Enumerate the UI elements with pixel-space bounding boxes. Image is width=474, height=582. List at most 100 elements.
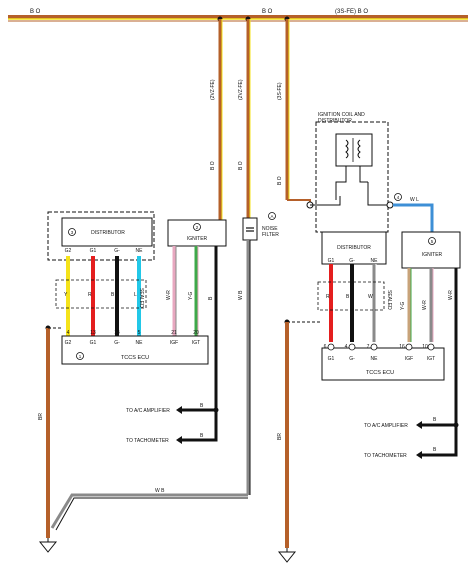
- right-distributor: DISTRIBUTOR G1 G- NE SEALED R B W: [317, 231, 392, 342]
- right-ecu-label: TCCS ECU: [366, 370, 394, 376]
- right-igniter: 5 IGNITER Y-G W-R W-R: [400, 231, 461, 452]
- coil-feed: [310, 196, 341, 206]
- coil-to-terminal: [367, 182, 387, 206]
- wire-label-bo-c: B O: [277, 176, 283, 185]
- right-igniter-wire-wr: W-R: [422, 300, 428, 310]
- left-outputs: TO A/C AMPLIFIER TO TACHOMETER B B: [126, 403, 219, 444]
- right-ecu-num-g1: 6: [324, 344, 327, 350]
- coil-num-circle: [394, 193, 402, 201]
- right-to-tach-label: TO TACHOMETER: [364, 453, 407, 459]
- left-igniter-wire-yg: Y-G: [188, 291, 194, 300]
- right-ecu-pin-igf: IGF: [405, 356, 413, 362]
- right-ground-br-label: BR: [277, 433, 283, 440]
- bo-right-to-coil: [287, 199, 311, 205]
- right-igniter-num-circle: [428, 237, 436, 245]
- right-tach-wire: [418, 425, 458, 457]
- coil-primary-winding: [345, 139, 349, 159]
- left-ecu-num-g1: 13: [90, 330, 96, 336]
- left-ground-br-label: BR: [38, 413, 44, 420]
- wb-bottom-stripe: [55, 497, 248, 531]
- noise-filter-box: [242, 217, 258, 241]
- wb-bottom-gray: [50, 493, 248, 529]
- left-ecu-num-igt: 20: [193, 330, 199, 336]
- right-ground-symbol: [277, 551, 297, 563]
- left-ground-symbol: [38, 541, 58, 553]
- left-ecu-pin-ne: NE: [136, 340, 144, 346]
- right-ecu-num-igf: 16: [399, 344, 405, 350]
- right-ecu-term-gminus: [348, 343, 356, 351]
- left-ecu-num-igf: 21: [171, 330, 177, 336]
- right-tccs-ecu: 6 4 7 16 10 G1 G- NE IGF IGT TCCS ECU: [321, 343, 445, 381]
- left-ecu-pin-igf: IGF: [170, 340, 178, 346]
- right-wire-b-label-2: B: [433, 447, 437, 453]
- left-wire-b-label-1: B: [200, 403, 204, 409]
- right-igniter-num: 5: [431, 239, 434, 244]
- ignition-coil-box: [335, 133, 373, 167]
- noise-filter-num: A: [270, 214, 273, 219]
- left-wire-code-y: Y: [64, 292, 68, 298]
- left-ecu-pin-igt: IGT: [192, 340, 200, 346]
- left-to-tach-label: TO TACHOMETER: [126, 438, 169, 444]
- right-ecu-term-igf: [405, 343, 413, 351]
- right-wire-code-b: B: [346, 294, 350, 300]
- left-distributor: 3 DISTRIBUTOR G2 G1 G- NE: [47, 211, 155, 261]
- left-dist-pin-gminus: G-: [114, 248, 120, 254]
- right-wire-b-label-1: B: [433, 417, 437, 423]
- left-distributor-dashed-outline: [47, 211, 155, 261]
- left-igniter-num-circle: [193, 223, 201, 231]
- right-outputs: TO A/C AMPLIFIER TO TACHOMETER B B: [364, 417, 459, 459]
- coil-terminal-right: [386, 201, 394, 209]
- right-dist-pin-ne: NE: [371, 258, 379, 264]
- left-to-ac-label: TO A/C AMPLIFIER: [126, 408, 170, 414]
- left-distributor-num: 3: [71, 230, 74, 235]
- wire-label-wl: W L: [410, 197, 419, 203]
- bo-drops: (2VZ-FE) (2VZ-FE) (3S-FE) B O B O B O: [210, 19, 314, 220]
- left-signal-wires: SEALED Y R B L: [55, 256, 147, 336]
- left-ecu-num: 1: [79, 354, 82, 359]
- left-sealed-box: [55, 279, 147, 309]
- left-ecu-box: [61, 335, 209, 365]
- wire-wl-blue: [393, 203, 434, 232]
- left-distributor-num-circle: [68, 228, 76, 236]
- left-igniter-num: 2: [196, 225, 199, 230]
- right-ecu-pin-g1: G1: [328, 356, 335, 362]
- left-ecu-num-g2: 4: [67, 330, 70, 336]
- right-sealed-label: SEALED: [386, 290, 392, 310]
- left-igniter: 2 IGNITER W-R Y-G B: [166, 219, 227, 440]
- left-ecu-num-gminus: 14: [114, 330, 120, 336]
- left-wire-b-label-2: B: [200, 433, 204, 439]
- right-igniter-label: IGNITER: [422, 252, 443, 258]
- wire-label-bo-a: B O: [210, 161, 216, 170]
- coil-num: 4: [397, 195, 400, 200]
- right-distributor-label: DISTRIBUTOR: [337, 245, 371, 251]
- wire-wl-stripe: [393, 206, 431, 232]
- right-ecu-term-g1: [327, 343, 335, 351]
- engine-label-2vz-a: (2VZ-FE): [210, 79, 216, 100]
- right-sealed-box: [317, 281, 385, 311]
- ignition-coil-title-2: DISTRIBUTOR: [318, 118, 352, 124]
- right-ecu-box: [321, 347, 445, 381]
- left-distributor-box: [61, 217, 153, 247]
- right-igniter-wire-yg: Y-G: [400, 301, 406, 310]
- left-dist-pin-ne: NE: [136, 248, 144, 254]
- wire-label-wb-left: W B: [238, 290, 244, 300]
- left-igniter-wire-wr: W-R: [166, 290, 172, 300]
- left-wire-code-l: L: [134, 292, 137, 298]
- right-tach-arrow: [416, 451, 422, 459]
- right-ecu-num-ne: 7: [367, 344, 370, 350]
- noise-filter-label-1: NOISE: [262, 226, 278, 232]
- left-dist-pin-g2: G2: [65, 248, 72, 254]
- right-ecu-num-igt: 10: [422, 344, 428, 350]
- left-wire-code-b: B: [111, 292, 115, 298]
- left-distributor-label: DISTRIBUTOR: [91, 230, 125, 236]
- right-distributor-box: [321, 231, 387, 265]
- right-wire-wr-label: W-R: [448, 290, 454, 300]
- left-wire-code-r: R: [88, 292, 92, 298]
- top-bus-label-mid: B O: [262, 9, 273, 15]
- engine-label-3s: (3S-FE): [277, 82, 283, 100]
- right-to-ac-label: TO A/C AMPLIFIER: [364, 423, 408, 429]
- left-ecu-pin-gminus: G-: [114, 340, 120, 346]
- right-ac-arrow: [416, 421, 422, 429]
- left-ecu-pin-g1: G1: [90, 340, 97, 346]
